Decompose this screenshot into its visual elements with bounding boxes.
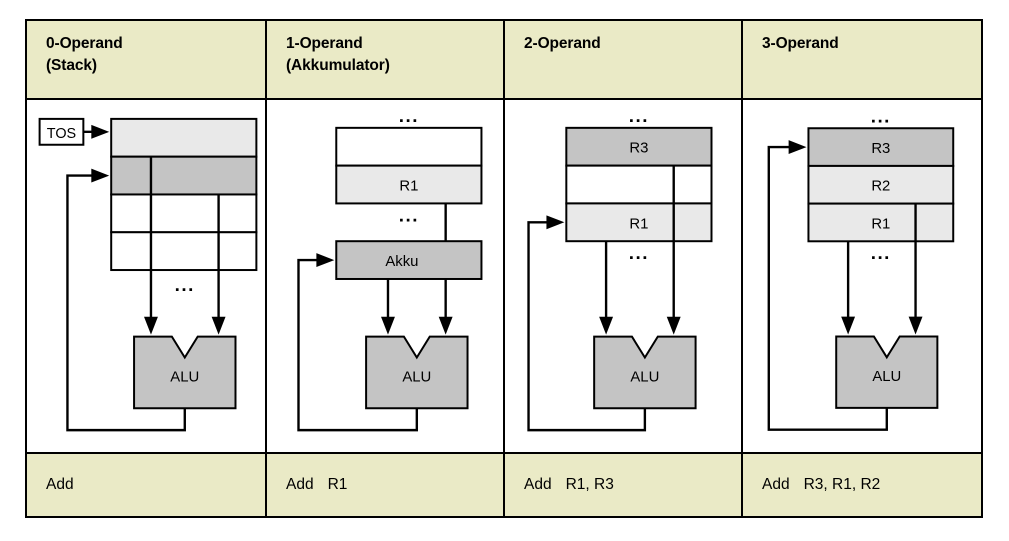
result-feedback-arrow-icon	[316, 253, 335, 268]
instruction-cell-two-operand: Add R1, R3	[503, 454, 741, 516]
register-cell-r1	[565, 202, 713, 243]
stack-cell-0	[110, 117, 258, 158]
register-cell-r1	[807, 202, 955, 243]
alu-shape	[133, 335, 237, 410]
result-feedback-arrow-icon	[788, 140, 807, 155]
tos-arrow-icon	[91, 124, 110, 139]
ellipsis-below: ...	[399, 205, 419, 226]
instruction-cell-zero-operand: Add	[27, 454, 265, 516]
instruction-mnemonic: Add	[524, 476, 552, 493]
operand-arrow-right-icon	[211, 316, 226, 335]
table-footer-row: Add Add R1 Add R1, R3 Add R3, R1, R2	[27, 454, 981, 516]
ellipsis-above: ...	[871, 105, 891, 126]
register-cell-r3	[807, 127, 955, 167]
register-cell-r2-label: R2	[871, 179, 890, 195]
ellipsis-above: ...	[629, 106, 649, 127]
header-cell-two-operand: 2-Operand	[503, 21, 741, 98]
register-cell-r2	[807, 164, 955, 205]
instruction-operands: R3, R1, R2	[803, 476, 881, 493]
table-body-row: ... ALU TOS ...	[27, 100, 981, 454]
header-line2: (Akkumulator)	[286, 57, 390, 74]
accumulator-operand-arrow-icon	[381, 316, 395, 335]
instruction-operands: R1	[327, 476, 348, 493]
register-cell-1-label: R1	[399, 178, 418, 194]
result-feedback-arrow-icon	[546, 215, 565, 230]
alu-label: ALU	[402, 369, 431, 385]
register-cell-r1-label: R1	[871, 216, 890, 232]
instruction-cell-one-operand: Add R1	[265, 454, 503, 516]
register-cell-r3-label: R3	[871, 141, 890, 157]
stack-machine-diagram: ... ALU TOS	[38, 117, 258, 432]
alu-label: ALU	[630, 369, 659, 385]
header-line1: 0-Operand	[46, 35, 123, 52]
stack-cell-2	[110, 193, 258, 234]
ellipsis-below: ...	[175, 275, 195, 296]
alu-shape	[593, 335, 697, 410]
accumulator-machine-diagram: ... R1 ... Akku	[297, 106, 483, 432]
result-feedback-path	[527, 221, 647, 432]
operand-arrow-r3-icon	[666, 316, 681, 335]
register-operand-arrow-icon	[438, 316, 453, 335]
header-cell-three-operand: 3-Operand	[741, 21, 981, 98]
result-feedback-path	[66, 174, 186, 432]
result-feedback-arrow-icon	[91, 168, 110, 183]
ellipsis-below: ...	[871, 242, 891, 263]
instruction-mnemonic: Add	[762, 476, 790, 493]
register-cell-r3-label: R3	[629, 141, 648, 157]
header-cell-one-operand: 1-Operand (Akkumulator)	[265, 21, 503, 98]
tos-pointer-box	[38, 117, 85, 146]
header-line1: 1-Operand	[286, 35, 363, 52]
register-cell-empty	[565, 164, 713, 205]
operand-arrow-r2-icon	[908, 316, 923, 335]
header-cell-zero-operand: 0-Operand (Stack)	[27, 21, 265, 98]
two-operand-machine-diagram: ... R3 R1 ...	[527, 106, 713, 432]
header-line1: 3-Operand	[762, 35, 839, 52]
instruction-mnemonic: Add	[46, 476, 74, 493]
alu-label: ALU	[872, 369, 901, 385]
operand-format-table: 0-Operand (Stack) 1-Operand (Akkumulator…	[25, 19, 983, 518]
stack-cell-3	[110, 231, 258, 272]
diagram-cell-one-operand: ... R1 ... Akku	[265, 100, 503, 452]
header-line1: 2-Operand	[524, 35, 601, 52]
instruction-cell-three-operand: Add R3, R1, R2	[741, 454, 981, 516]
alu-shape	[835, 335, 939, 409]
accumulator-label: Akku	[385, 254, 418, 270]
ellipsis-above: ...	[399, 106, 419, 127]
accumulator-box	[335, 240, 483, 280]
diagram-cell-two-operand: ... R3 R1 ...	[503, 100, 741, 452]
alu-label: ALU	[170, 369, 199, 385]
result-feedback-path	[767, 145, 888, 431]
instruction-mnemonic: Add	[286, 476, 314, 493]
tos-pointer-label: TOS	[47, 126, 76, 142]
operand-arrow-left-icon	[144, 316, 158, 335]
ellipsis-below: ...	[629, 243, 649, 264]
operand-arrow-r1-icon	[841, 316, 856, 335]
diagram-cell-zero-operand: ... ALU TOS	[27, 100, 265, 452]
diagram-cell-three-operand: ... R3 R2 R1 ...	[741, 100, 981, 452]
header-line2: (Stack)	[46, 57, 97, 74]
register-cell-0	[335, 126, 483, 167]
register-cell-r1-label: R1	[629, 216, 648, 232]
instruction-operands: R1, R3	[565, 476, 614, 493]
register-cell-1	[335, 164, 483, 205]
operand-arrow-r1-icon	[599, 316, 614, 335]
stack-cell-1	[110, 155, 258, 196]
three-operand-machine-diagram: ... R3 R2 R1 ...	[767, 105, 955, 431]
result-feedback-path	[297, 258, 419, 432]
alu-shape	[365, 335, 469, 410]
table-header-row: 0-Operand (Stack) 1-Operand (Akkumulator…	[27, 21, 981, 100]
